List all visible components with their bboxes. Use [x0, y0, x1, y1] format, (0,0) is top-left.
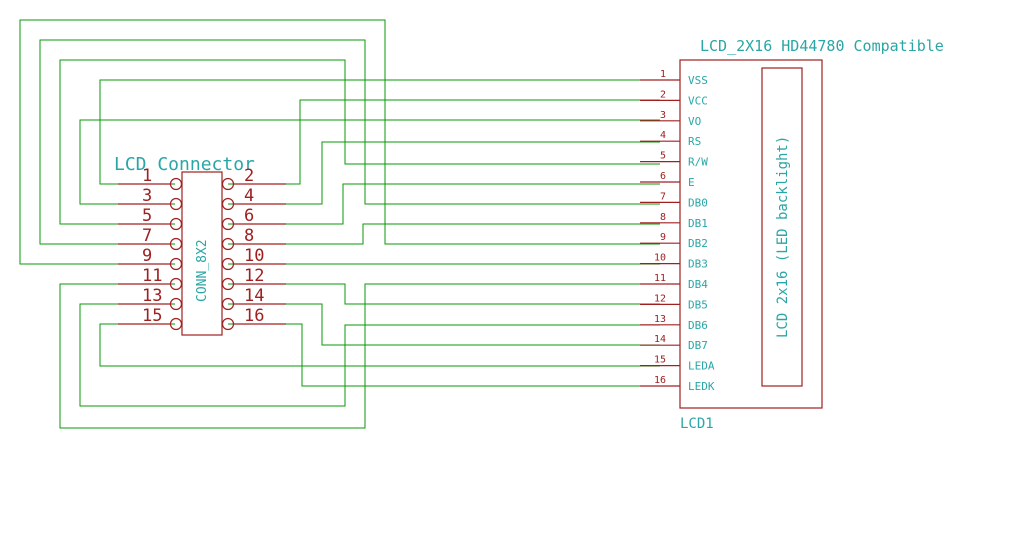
connector-pin-number: 9: [142, 246, 152, 266]
lcd-body: [679, 59, 823, 409]
connector-pin-number: 12: [244, 266, 264, 286]
wire-conn11: [59, 283, 660, 429]
connector-pin-number: 3: [142, 186, 152, 206]
lcd-pin-number: 6: [660, 171, 666, 182]
connector-pin-circle: [221, 237, 235, 251]
connector-title: LCD Connector: [114, 154, 255, 175]
connector-pin-number: 16: [244, 306, 264, 326]
lcd-pin-name: LEDA: [688, 360, 715, 373]
lcd-pin-name: DB3: [688, 258, 708, 271]
connector-pin-number: 2: [244, 166, 254, 186]
wire-conn4: [228, 141, 660, 205]
lcd-pin-number: 9: [660, 232, 666, 243]
lcd-pin-name: DB4: [688, 278, 708, 291]
connector-pin-number: 4: [244, 186, 254, 206]
connector-pin-circle: [221, 277, 235, 291]
lcd-pin-name: RS: [688, 135, 701, 148]
connector-pin-number: 5: [142, 206, 152, 226]
connector-pin-circle: [169, 277, 183, 291]
connector-pin-number: 1: [142, 166, 152, 186]
connector-pin-circle: [221, 177, 235, 191]
connector-pin-number: 10: [244, 246, 264, 266]
lcd-pin-name: DB7: [688, 339, 708, 352]
lcd-title: LCD_2X16 HD44780 Compatible: [700, 37, 944, 55]
connector-value: CONN_8X2: [195, 239, 210, 302]
connector-pin-number: 13: [142, 286, 162, 306]
lcd-pin-name: DB5: [688, 298, 708, 311]
connector-pin-circle: [169, 317, 183, 331]
connector-pin-circle: [169, 237, 183, 251]
lcd-pin-number: 2: [660, 89, 666, 100]
wire-conn12: [228, 283, 660, 305]
wire-conn8: [228, 223, 660, 245]
connector-pin-number: 7: [142, 226, 152, 246]
connector-pin-circle: [169, 177, 183, 191]
lcd-pin-name: DB1: [688, 217, 708, 230]
connector-pin-circle: [221, 197, 235, 211]
connector-pin-circle: [169, 217, 183, 231]
lcd-pin-number: 5: [660, 151, 666, 162]
connector-pin-number: 15: [142, 306, 162, 326]
wires: [19, 19, 660, 429]
wire-conn9-db3: [19, 19, 660, 265]
lcd-pin-name: VCC: [688, 94, 708, 107]
lcd-inner-label: LCD 2x16 (LED backlight): [775, 136, 791, 338]
lcd-connector-symbol: LCD Connector CONN_8X2 13579111315246810…: [114, 154, 286, 336]
lcd-pin-name: VO: [688, 115, 701, 128]
connector-pin-circle: [169, 257, 183, 271]
lcd-pin-name: VSS: [688, 74, 708, 87]
lcd-pin-name: LEDK: [688, 380, 715, 393]
connector-pin-number: 14: [244, 286, 264, 306]
connector-pin-circle: [221, 297, 235, 311]
wire-conn7-db2: [39, 39, 660, 245]
wire-conn5: [59, 59, 660, 225]
lcd-reference: LCD1: [680, 416, 714, 432]
lcd-pin-number: 16: [654, 375, 666, 386]
lcd-pin-number: 14: [654, 334, 666, 345]
lcd-pin-name: DB2: [688, 237, 708, 250]
lcd-pin-number: 4: [660, 130, 666, 141]
wire-conn16: [228, 323, 660, 387]
connector-pin-circle: [169, 197, 183, 211]
connector-pin-circle: [221, 317, 235, 331]
lcd-pin-number: 13: [654, 314, 666, 325]
connector-pin-number: 11: [142, 266, 162, 286]
lcd-pin-number: 15: [654, 355, 666, 366]
lcd-pin-number: 3: [660, 110, 666, 121]
lcd-pin-name: DB6: [688, 319, 708, 332]
lcd-pin-name: DB0: [688, 196, 708, 209]
connector-pin-circle: [221, 217, 235, 231]
lcd-pin-name: R/W: [688, 156, 708, 169]
lcd-pin-number: 11: [654, 273, 666, 284]
lcd-pin-number: 12: [654, 293, 666, 304]
lcd-pin-number: 10: [654, 253, 666, 264]
connector-pin-circle: [221, 257, 235, 271]
connector-pin-circle: [169, 297, 183, 311]
lcd-symbol: LCD_2X16 HD44780 Compatible LCD 2x16 (LE…: [640, 37, 944, 432]
wire-conn13: [79, 303, 660, 407]
lcd-pin-number: 1: [660, 69, 666, 80]
connector-body: [181, 171, 223, 336]
lcd-pin-number: 8: [660, 212, 666, 223]
connector-pin-number: 6: [244, 206, 254, 226]
lcd-pin-name: E: [688, 176, 695, 189]
lcd-inner-display: [761, 67, 803, 387]
lcd-pin-number: 7: [660, 191, 666, 202]
connector-pin-number: 8: [244, 226, 254, 246]
